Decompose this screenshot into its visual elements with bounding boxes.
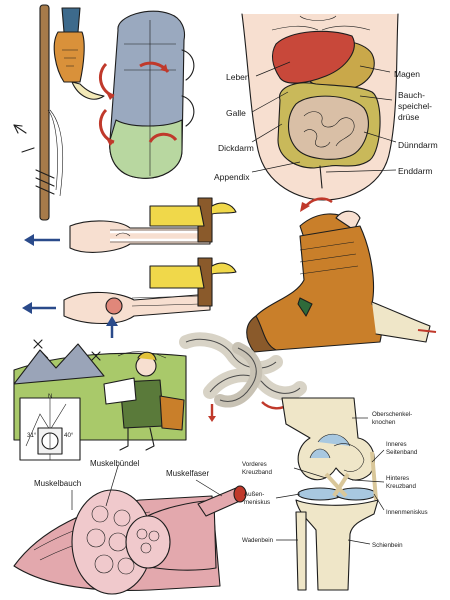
liver-shape xyxy=(271,30,355,84)
knot-illustration xyxy=(179,332,307,422)
label-muskelbauch: Muskelbauch xyxy=(34,479,81,488)
label-enddarm: Enddarm xyxy=(398,166,433,176)
label-inneres-2: Seitenband xyxy=(386,449,418,456)
label-magen: Magen xyxy=(394,69,420,79)
map-bearing-left: 31° xyxy=(27,432,37,439)
backpack-illustration xyxy=(98,10,195,179)
rope-stick-illustration xyxy=(13,4,105,221)
muscle-structure-diagram: Muskelbündel Muskelbauch Muskelfaser xyxy=(13,459,247,595)
arm-traction-illustration xyxy=(22,197,237,338)
boot-removal-illustration xyxy=(246,197,437,353)
label-oberschenkel-1: Oberschenkel- xyxy=(372,411,412,418)
label-dickdarm: Dickdarm xyxy=(218,143,254,153)
label-muskelbuendel: Muskelbündel xyxy=(90,459,140,468)
label-innenmeniskus: Innenmeniskus xyxy=(386,509,428,516)
tibia-shape xyxy=(295,499,379,591)
map-north-label: N xyxy=(48,393,52,400)
label-vorderes-2: Kreuzband xyxy=(242,469,272,476)
digestive-system-diagram: Leber Galle Dickdarm Appendix Magen Bauc… xyxy=(214,13,438,201)
label-aussen-2: meniskus xyxy=(244,499,270,506)
label-hinteres-1: Hinteres xyxy=(386,475,409,482)
label-leber: Leber xyxy=(226,72,248,82)
label-appendix: Appendix xyxy=(214,172,250,182)
label-bauchspeichel-1: Bauch- xyxy=(398,90,425,100)
label-wadenbein: Wadenbein xyxy=(242,537,274,544)
label-schienbein: Schienbein xyxy=(372,542,403,549)
small-intestine-shape xyxy=(287,95,369,160)
label-galle: Galle xyxy=(226,108,246,118)
fibula-shape xyxy=(295,511,307,591)
map-bearing-right: 40° xyxy=(64,432,74,439)
knee-joint-diagram: Oberschenkel- knochen Inneres Seitenband… xyxy=(242,397,428,591)
label-aussen-1: Außen- xyxy=(244,491,264,498)
label-oberschenkel-2: knochen xyxy=(372,419,396,426)
label-bauchspeichel-3: drüse xyxy=(398,112,420,122)
label-muskelfaser: Muskelfaser xyxy=(166,469,209,478)
label-hinteres-2: Kreuzband xyxy=(386,483,416,490)
label-bauchspeichel-2: speichel- xyxy=(398,101,432,111)
label-vorderes-1: Vorderes xyxy=(242,461,267,468)
map-orientation-illustration: 31° 40° N xyxy=(13,339,187,461)
label-duenndarm: Dünndarm xyxy=(398,140,438,150)
label-inneres-1: Inneres xyxy=(386,441,407,448)
